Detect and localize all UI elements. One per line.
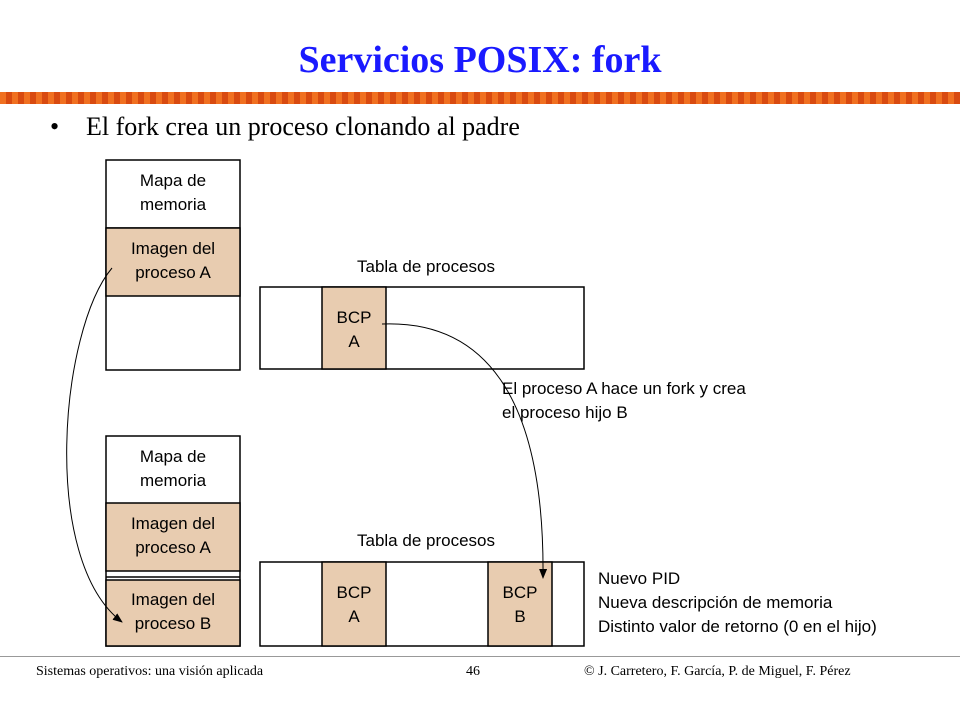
bullet-text: El fork crea un proceso clonando al padr… <box>86 112 520 141</box>
title-rule <box>0 92 960 104</box>
top-process-image-a <box>105 227 241 297</box>
bottom-process-image-a <box>105 502 241 572</box>
bottom-process-table-label: Tabla de procesos <box>357 531 495 550</box>
top-process-table <box>259 286 585 370</box>
note-different-return-value: Distinto valor de retorno (0 en el hijo) <box>598 617 877 636</box>
footer-divider <box>0 656 960 657</box>
bullet-dot: • <box>50 112 60 141</box>
bottom-memory-map-label-2: memoria <box>140 471 207 490</box>
bottom-bcp-a <box>321 561 387 647</box>
bottom-process-image-b-label-1: Imagen del <box>131 590 215 609</box>
bullet-item: • El fork crea un proceso clonando al pad… <box>50 112 520 142</box>
footer-authors: © J. Carretero, F. García, P. de Miguel,… <box>584 664 851 679</box>
footer-book-title: Sistemas operativos: una visión aplicada <box>36 664 264 679</box>
top-process-image-a-label-1: Imagen del <box>131 239 215 258</box>
note-new-memory-description: Nueva descripción de memoria <box>598 593 833 612</box>
slide-title: Servicios POSIX: fork <box>298 39 662 81</box>
memory-clone-arrow <box>66 267 123 623</box>
footer-page-number: 46 <box>466 664 480 679</box>
top-process-image-a-label-2: proceso A <box>135 263 211 282</box>
bottom-bcp-b <box>487 561 553 647</box>
bottom-bcp-a-label-1: BCP <box>337 583 372 602</box>
top-bcp-a-label-2: A <box>348 332 360 351</box>
fork-annotation-line-1: El proceso A hace un fork y crea <box>502 379 746 398</box>
fork-diagram: Mapa de memoria Imagen del proceso A Tab… <box>66 159 877 647</box>
top-memory-map-label-1: Mapa de <box>140 171 206 190</box>
bottom-memory-map-label-1: Mapa de <box>140 447 206 466</box>
top-bcp-a <box>321 286 387 370</box>
bottom-bcp-a-label-2: A <box>348 607 360 626</box>
bottom-process-image-b-label-2: proceso B <box>135 614 212 633</box>
bottom-bcp-b-label-1: BCP <box>503 583 538 602</box>
top-memory-map-label-2: memoria <box>140 195 207 214</box>
bottom-process-image-b <box>105 579 241 647</box>
bottom-process-image-a-label-2: proceso A <box>135 538 211 557</box>
fork-annotation-line-2: el proceso hijo B <box>502 403 628 422</box>
bottom-bcp-b-label-2: B <box>514 607 525 626</box>
note-new-pid: Nuevo PID <box>598 569 680 588</box>
bottom-process-image-a-label-1: Imagen del <box>131 514 215 533</box>
bcp-clone-arrow <box>381 323 548 579</box>
top-process-table-label: Tabla de procesos <box>357 257 495 276</box>
top-bcp-a-label-1: BCP <box>337 308 372 327</box>
